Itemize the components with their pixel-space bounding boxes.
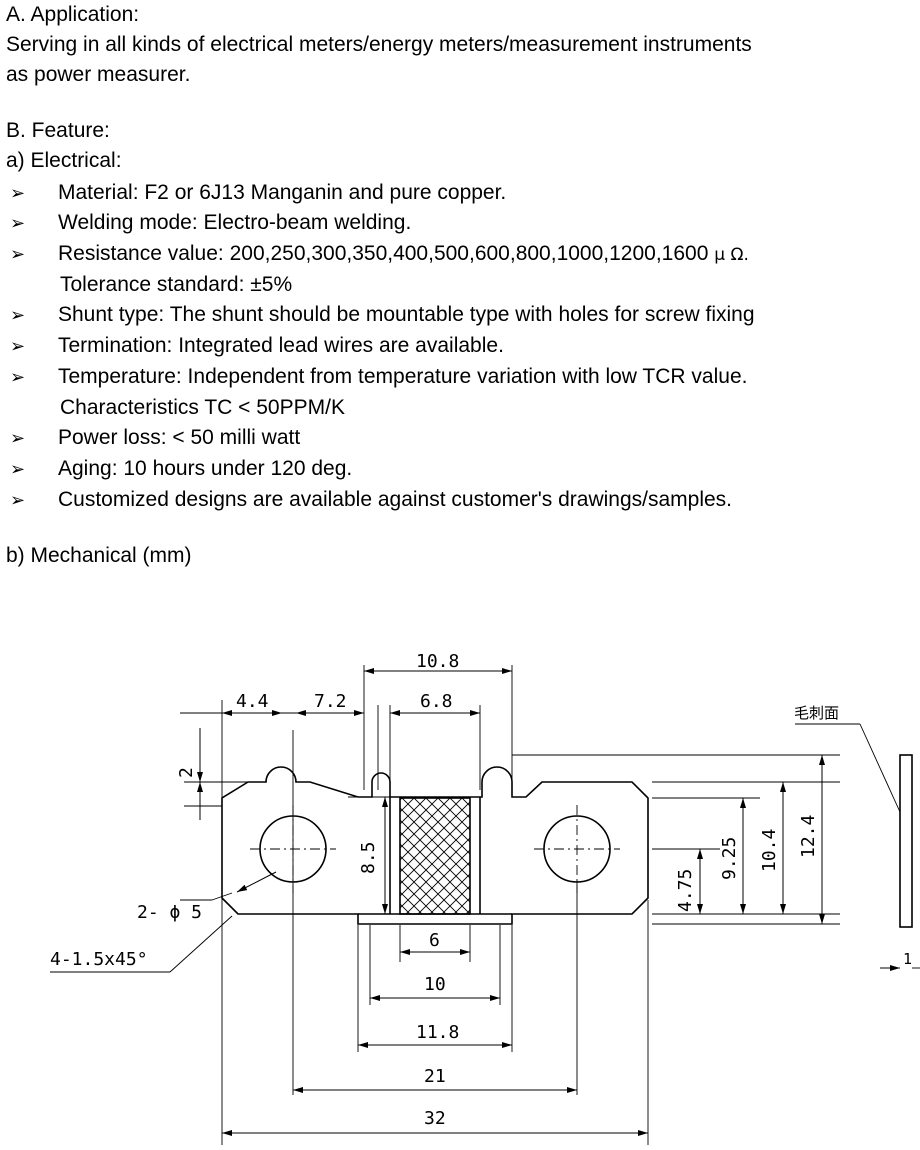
dim-1: 1	[903, 950, 912, 968]
section-a-heading: A. Application:	[6, 3, 140, 26]
dim-2: 2	[176, 767, 197, 778]
resistance-values: Resistance value: 200,250,300,350,400,50…	[58, 242, 709, 265]
dim-6-8: 6.8	[420, 691, 453, 712]
feature-welding: Welding mode: Electro-beam welding.	[58, 211, 412, 234]
feature-material: Material: F2 or 6J13 Manganin and pure c…	[58, 181, 507, 204]
feature-customized: Customized designs are available against…	[58, 488, 732, 511]
dim-21: 21	[424, 1066, 446, 1087]
bullet-icon: ➢	[10, 213, 26, 233]
dim-10-8: 10.8	[416, 651, 459, 672]
bullet-icon: ➢	[10, 367, 26, 387]
feature-aging: Aging: 10 hours under 120 deg.	[58, 457, 353, 480]
dim-chamfer: 4-1.5x45°	[50, 949, 148, 970]
bullet-icon: ➢	[10, 183, 26, 203]
side-view	[899, 754, 913, 928]
bullet-icon: ➢	[10, 336, 26, 356]
feature-temperature: Temperature: Independent from temperatur…	[58, 365, 748, 388]
feature-shunt-type: Shunt type: The shunt should be mountabl…	[58, 303, 755, 326]
dim-32: 32	[424, 1108, 446, 1129]
dim-10: 10	[424, 974, 446, 995]
feature-characteristics: Characteristics TC < 50PPM/K	[60, 396, 345, 419]
bullet-icon: ➢	[10, 305, 26, 325]
bullet-icon: ➢	[10, 244, 26, 264]
dim-12-4: 12.4	[798, 815, 819, 858]
manganin-section	[399, 797, 471, 915]
dim-10-4: 10.4	[759, 829, 780, 872]
dim-7-2: 7.2	[314, 691, 347, 712]
feature-resistance: Resistance value: 200,250,300,350,400,50…	[58, 241, 749, 268]
resistance-unit: μ Ω.	[714, 245, 749, 265]
bullet-icon: ➢	[10, 490, 26, 510]
dim-2-phi-5: 2- ϕ 5	[137, 902, 202, 923]
dim-4-75: 4.75	[675, 869, 696, 912]
feature-tolerance: Tolerance standard: ±5%	[60, 273, 293, 296]
application-line-1: Serving in all kinds of electrical meter…	[6, 33, 752, 56]
feature-power-loss: Power loss: < 50 milli watt	[58, 426, 301, 449]
bullet-icon: ➢	[10, 459, 26, 479]
section-b-heading: B. Feature:	[6, 119, 110, 142]
dim-8-5: 8.5	[358, 841, 379, 874]
electrical-heading: a) Electrical:	[6, 149, 122, 172]
burr-side-label: 毛刺面	[794, 704, 839, 722]
feature-termination: Termination: Integrated lead wires are a…	[58, 334, 504, 357]
application-line-2: as power measurer.	[6, 63, 191, 86]
dim-6: 6	[429, 930, 440, 951]
dim-11-8: 11.8	[416, 1022, 459, 1043]
dim-9-25: 9.25	[719, 837, 740, 880]
mechanical-heading: b) Mechanical (mm)	[6, 544, 192, 567]
dim-4-4: 4.4	[236, 691, 269, 712]
bullet-icon: ➢	[10, 428, 26, 448]
